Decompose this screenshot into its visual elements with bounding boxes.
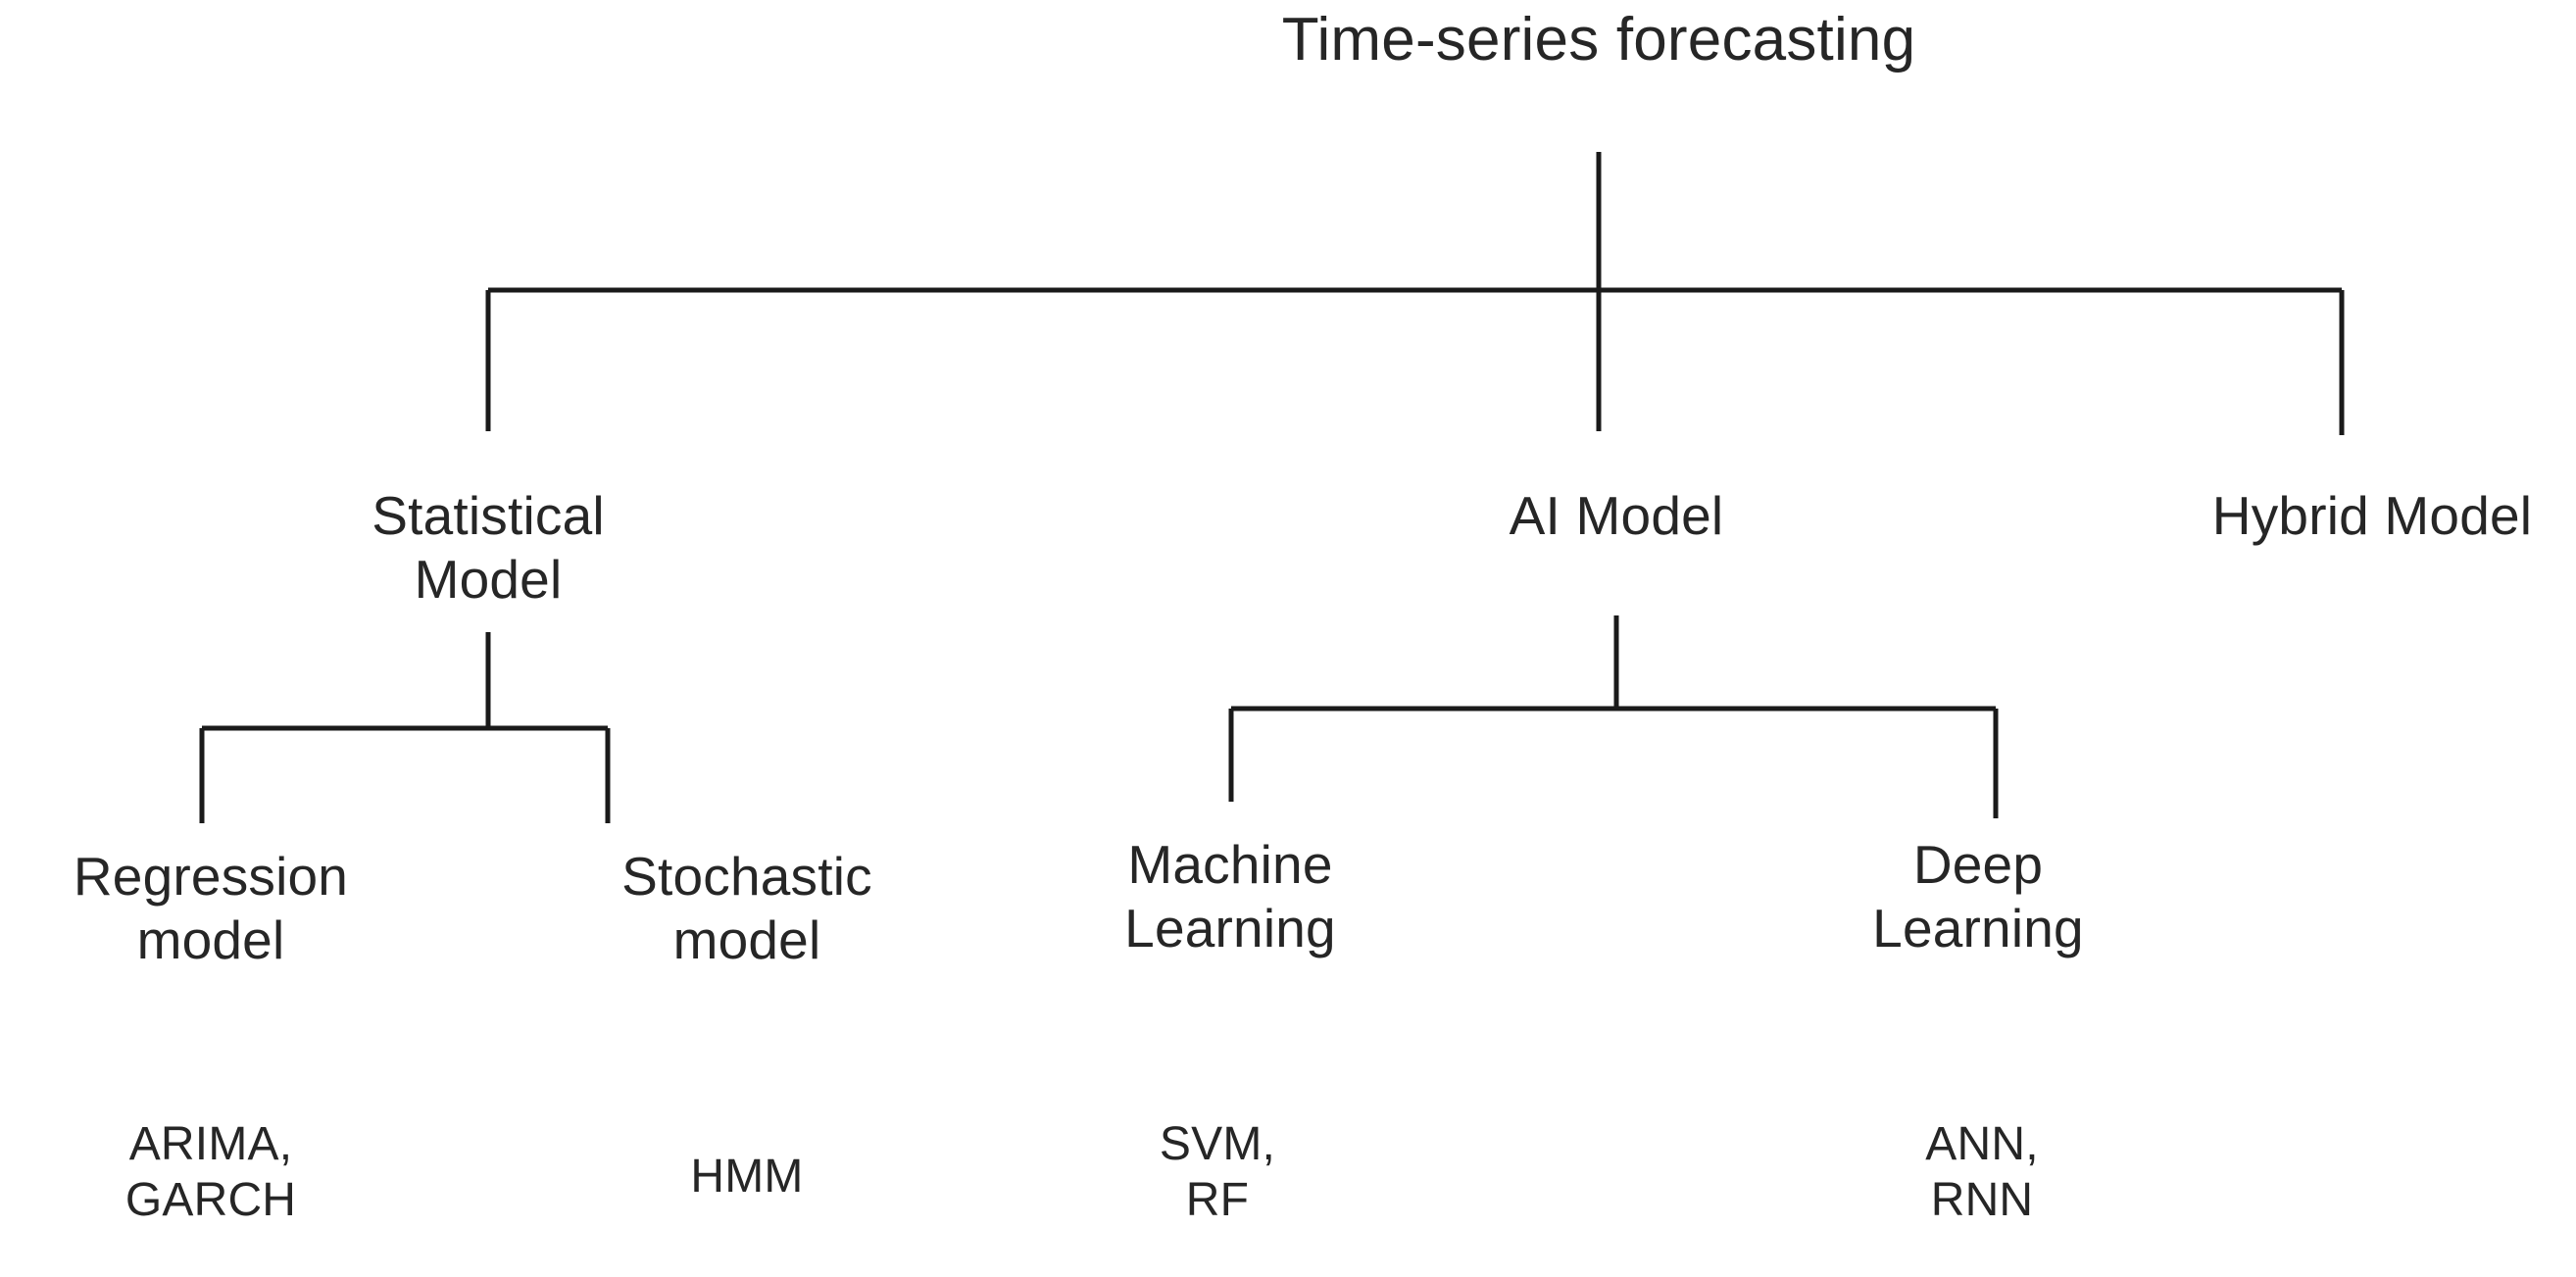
node-stochastic-model: Stochastic model bbox=[621, 846, 872, 970]
node-statistical-model: Statistical Model bbox=[372, 485, 605, 610]
examples-machine-learning: SVM, RF bbox=[1159, 1118, 1276, 1226]
examples-stochastic-model: HMM bbox=[690, 1151, 804, 1203]
examples-regression-model: ARIMA, GARCH bbox=[124, 1118, 297, 1226]
node-time-series-forecasting: Time-series forecasting bbox=[1281, 6, 1916, 74]
node-deep-learning: Deep Learning bbox=[1872, 834, 2084, 958]
node-hybrid-model: Hybrid Model bbox=[2211, 485, 2533, 546]
node-regression-model: Regression model bbox=[73, 846, 349, 970]
node-machine-learning: Machine Learning bbox=[1124, 834, 1336, 958]
node-ai-model: AI Model bbox=[1509, 485, 1724, 546]
examples-deep-learning: ANN, RNN bbox=[1925, 1118, 2039, 1226]
